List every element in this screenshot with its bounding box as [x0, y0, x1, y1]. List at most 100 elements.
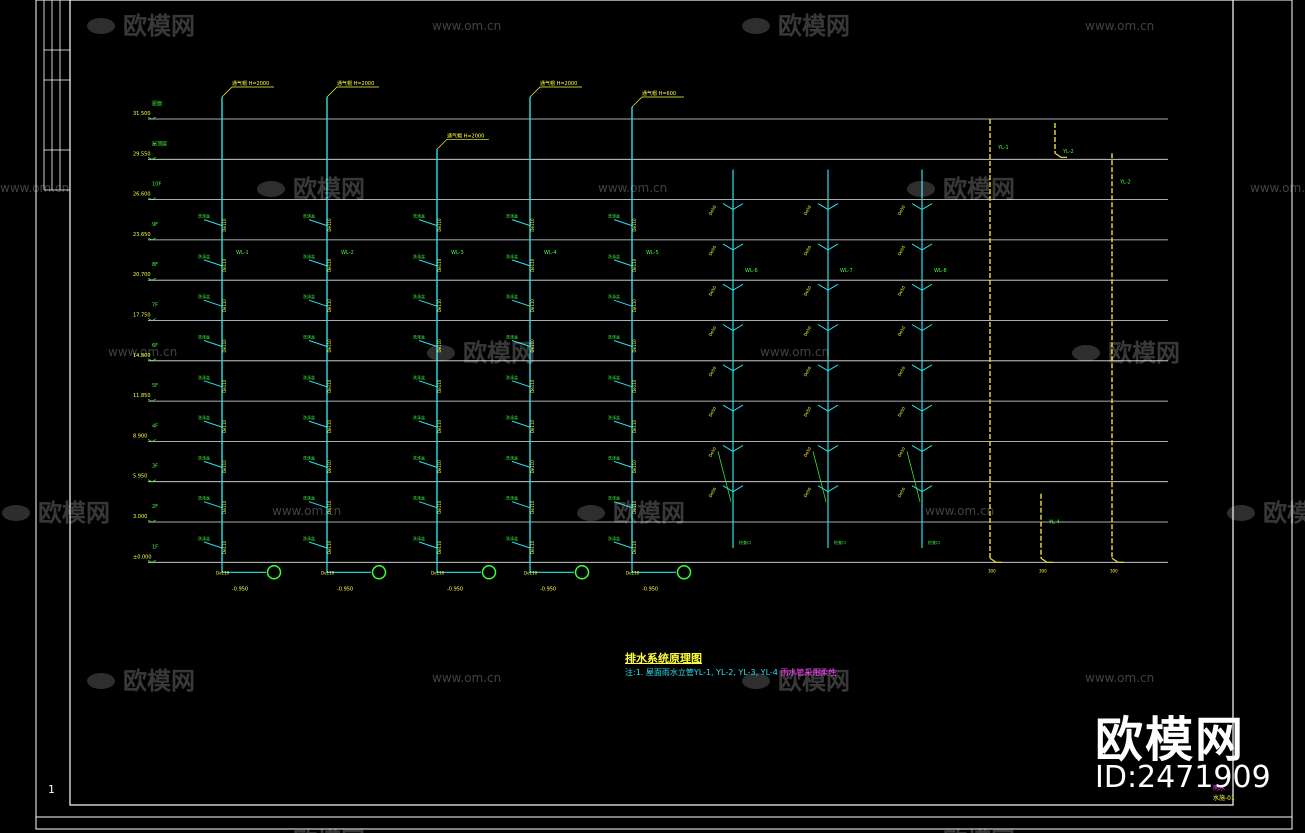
- riser-id-label: WL-5: [646, 250, 659, 256]
- branch-fixture-label: 洗涤盆: [198, 334, 210, 340]
- watermark-sofa-icon: [2, 505, 30, 521]
- pipe-size-label: De110: [632, 540, 637, 554]
- pipe-size-label: De110: [327, 299, 332, 313]
- branch-fixture-label: 洗涤盆: [303, 374, 315, 380]
- branch-fixture-label: 洗涤盆: [506, 334, 518, 340]
- branch-fixture-label: 洗涤盆: [198, 495, 210, 501]
- floor-label: 6F: [152, 343, 158, 349]
- rain-riser-label: YL-4: [1048, 520, 1060, 526]
- outfall-elevation: -0.950: [540, 586, 556, 592]
- floor-branch: [203, 460, 223, 468]
- watermark-sofa-icon: [742, 673, 770, 689]
- pipe-size-label: De110: [437, 218, 442, 232]
- pipe-size-label: De110: [327, 258, 332, 272]
- pipe-size-label: De110: [530, 500, 535, 514]
- v-branch: [817, 444, 839, 452]
- floor-label: 1F: [152, 544, 158, 550]
- watermark-logo: 欧模网: [943, 175, 1015, 203]
- elevation-marker: [147, 398, 157, 402]
- rain-outlet: [1040, 557, 1053, 563]
- elevation-marker: [147, 519, 157, 523]
- watermark-logo: 欧模网: [123, 12, 195, 40]
- floor-elevation: 5.950: [133, 474, 147, 480]
- v-branch: [911, 243, 933, 251]
- pipe-size-label: De50: [803, 204, 813, 216]
- elevation-marker: [147, 560, 157, 563]
- elevation-marker: [147, 157, 157, 160]
- riser-bottom-note: 检查口: [739, 539, 751, 545]
- branch-fixture-label: 洗涤盆: [198, 293, 210, 299]
- floor-branch: [511, 259, 531, 267]
- watermark-logo: 欧模网: [293, 175, 365, 203]
- v-branch: [817, 364, 839, 372]
- pipe-size-label: De110: [431, 570, 445, 575]
- watermark-logo: 欧模网: [1108, 339, 1180, 367]
- pipe-size-label: De50: [897, 365, 907, 377]
- pipe-size-label: De110: [530, 218, 535, 232]
- rain-riser-label: YL-1: [997, 145, 1009, 151]
- floor-branch: [203, 219, 223, 227]
- vent-cap-label: 通气帽 H=2000: [232, 80, 269, 87]
- outfall-elevation: -0.950: [337, 586, 353, 592]
- outfall-pipe: [436, 562, 481, 573]
- pipe-size-label: De110: [632, 339, 637, 353]
- branch-fixture-label: 洗涤盆: [198, 414, 210, 420]
- manhole-symbol: [574, 565, 590, 580]
- pipe-size-label: De50: [897, 325, 907, 337]
- rain-outlet: [1054, 152, 1067, 158]
- floor-label: 9F: [152, 222, 158, 228]
- v-branch: [911, 485, 933, 493]
- v-branch: [817, 203, 839, 211]
- floor-branch: [308, 299, 328, 307]
- corner-label-rain: 雨水: [1213, 785, 1226, 792]
- watermark-url: www.om.cn: [432, 671, 501, 685]
- pipe-size-label: De110: [327, 500, 332, 514]
- floor-branch: [308, 541, 328, 549]
- pipe-size-label: De50: [708, 446, 718, 458]
- branch-fixture-label: 洗涤盆: [413, 253, 425, 259]
- branch-fixture-label: 洗涤盆: [413, 293, 425, 299]
- outfall-pipe: [529, 562, 574, 573]
- manhole-symbol: [371, 565, 387, 580]
- branch-fixture-label: 洗涤盆: [198, 253, 210, 259]
- pipe-size-label: De50: [708, 325, 718, 337]
- pipe-size-label: De110: [632, 379, 637, 393]
- floor-branch: [308, 420, 328, 428]
- v-branch: [817, 404, 839, 412]
- drawing-note-mid: 3, YL-4: [750, 668, 778, 677]
- v-branch: [722, 404, 744, 412]
- branch-fixture-label: 洗涤盆: [303, 535, 315, 541]
- branch-fixture-label: 洗涤盆: [303, 213, 315, 219]
- note-leader: [812, 451, 827, 502]
- pipe-size-label: De50: [803, 446, 813, 458]
- watermark-logo: 欧模网: [613, 499, 685, 527]
- floor-branch: [511, 340, 531, 347]
- watermark-logo: 欧模网: [463, 339, 535, 367]
- branch-fixture-label: 洗涤盆: [303, 293, 315, 299]
- vent-cap-label: 通气帽 H=2000: [447, 132, 484, 139]
- vent-cap-leader: [326, 86, 379, 98]
- watermark-sofa-icon: [1072, 345, 1100, 361]
- pipe-size-label: De110: [632, 258, 637, 272]
- pipe-size-label: De110: [222, 339, 227, 353]
- floor-label: 屋面: [152, 101, 162, 107]
- drawing-title: 排水系统原理图: [625, 652, 702, 665]
- v-branch: [911, 404, 933, 412]
- pipe-size-label: De50: [803, 365, 813, 377]
- watermark-sofa-icon: [87, 18, 115, 34]
- pipe-size-label: De110: [530, 339, 535, 353]
- floor-branch: [418, 259, 438, 267]
- v-branch: [722, 203, 744, 211]
- v-branch: [817, 485, 839, 493]
- floor-branch: [511, 541, 531, 549]
- floor-branch: [613, 340, 633, 347]
- watermark-sofa-icon: [87, 673, 115, 689]
- pipe-size-label: De110: [632, 299, 637, 313]
- pipe-size-label: De110: [216, 570, 230, 575]
- pipe-size-label: De110: [530, 460, 535, 474]
- floor-label: 屋顶层: [152, 141, 167, 147]
- v-branch: [817, 243, 839, 251]
- floor-branch: [511, 420, 531, 428]
- pipe-size-label: De110: [626, 570, 640, 575]
- pipe-size-label: De110: [437, 339, 442, 353]
